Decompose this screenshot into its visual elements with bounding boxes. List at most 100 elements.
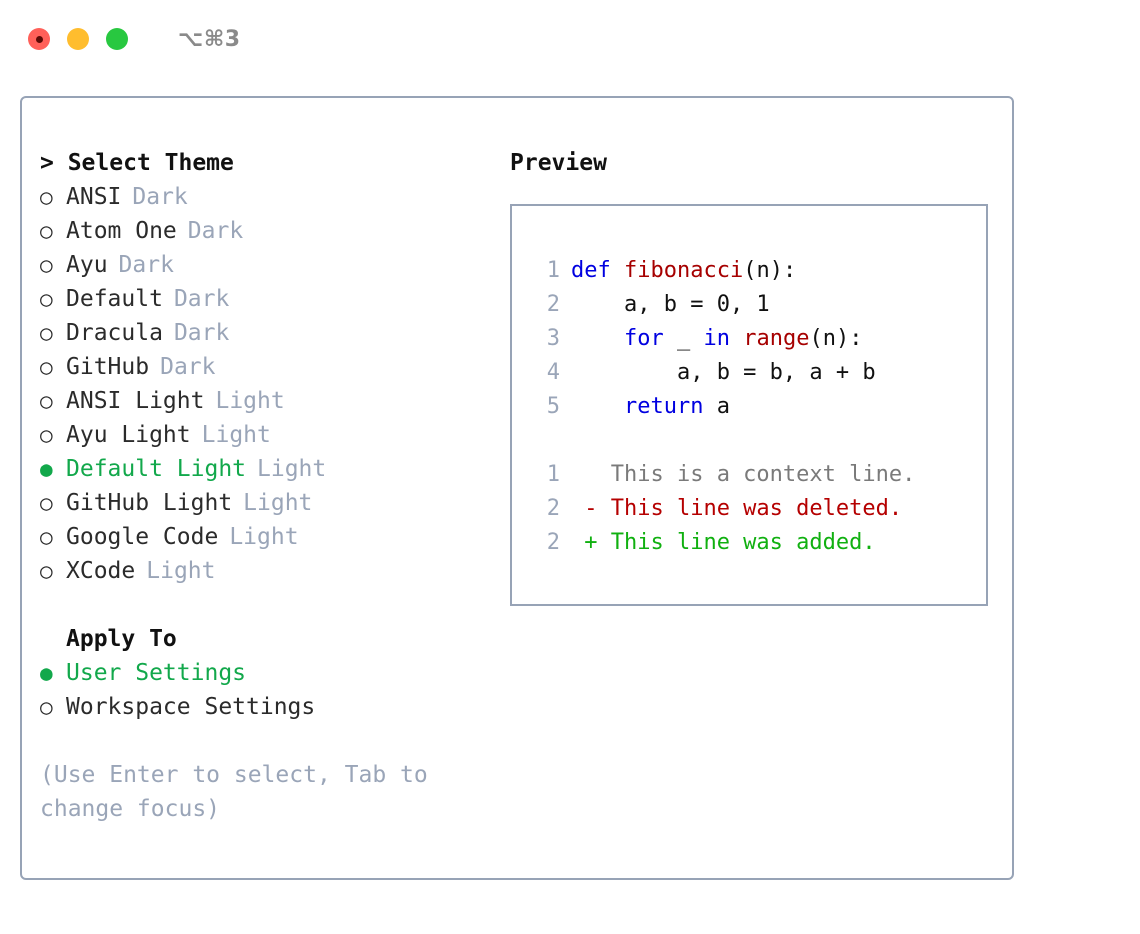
radio-unselected-icon: ○ [40, 695, 53, 719]
radio-unselected-icon: ○ [40, 287, 53, 311]
code-line: 5 return a [526, 390, 986, 424]
code-token: This is a context line. [571, 462, 916, 487]
diff-line: 1 This is a context line. [526, 458, 986, 492]
theme-option-ansi[interactable]: ○ ANSI Dark [40, 180, 510, 214]
close-button[interactable] [28, 28, 50, 50]
radio-unselected-icon: ○ [40, 423, 53, 447]
code-line: 2 a, b = 0, 1 [526, 288, 986, 322]
title-bar: ⌥⌘3 [0, 0, 1140, 78]
theme-option-ansi-light[interactable]: ○ ANSI Light Light [40, 384, 510, 418]
diff-line: 2 - This line was deleted. [526, 492, 986, 526]
radio-unselected-icon: ○ [40, 185, 53, 209]
code-token: + This line was added. [571, 530, 876, 555]
code-token: def [571, 258, 624, 283]
theme-option-label: Atom One [66, 218, 177, 244]
line-number: 1 [546, 258, 560, 283]
theme-option-default[interactable]: ○ Default Dark [40, 282, 510, 316]
traffic-light-group [28, 28, 128, 50]
theme-option-google-code[interactable]: ○ Google Code Light [40, 520, 510, 554]
radio-unselected-icon: ○ [40, 253, 53, 277]
code-token: in [703, 326, 730, 351]
radio-unselected-icon: ○ [40, 219, 53, 243]
diff-sample: 1 This is a context line.2 - This line w… [526, 458, 986, 560]
code-token: _ [663, 326, 704, 351]
theme-option-label: Dracula [66, 320, 163, 346]
theme-variant-tag: Dark [173, 286, 230, 312]
apply-to-list: ●User Settings ○ Workspace Settings [40, 656, 510, 724]
code-token: fibonacci [623, 258, 744, 283]
theme-variant-tag: Dark [132, 184, 188, 210]
radio-unselected-icon: ○ [40, 389, 53, 413]
heading-text: Select Theme [67, 150, 234, 176]
code-token [730, 322, 743, 356]
line-number: 3 [546, 326, 560, 351]
radio-unselected-icon: ○ [40, 491, 53, 515]
apply-to-option-label: User Settings [66, 660, 247, 686]
apply-to-heading: Apply To [66, 626, 177, 652]
line-number: 2 [546, 496, 560, 521]
code-token: range [743, 326, 810, 351]
code-token: (n): [809, 326, 863, 351]
spacer [526, 424, 986, 458]
code-token [571, 390, 624, 424]
code-line: 3 for _ in range(n): [526, 322, 986, 356]
code-line: 4 a, b = b, a + b [526, 356, 986, 390]
keyboard-shortcut-label: ⌥⌘3 [178, 26, 241, 52]
code-token [571, 322, 624, 356]
code-token: a, b = 0, 1 [571, 292, 770, 317]
theme-option-label: Google Code [66, 524, 219, 550]
radio-unselected-icon: ○ [40, 321, 53, 345]
minimize-button[interactable] [67, 28, 89, 50]
apply-to-option-workspace-settings[interactable]: ○ Workspace Settings [40, 690, 510, 724]
radio-unselected-icon: ○ [40, 355, 53, 379]
code-token: - This line was deleted. [571, 496, 903, 521]
theme-option-atom-one[interactable]: ○ Atom One Dark [40, 214, 510, 248]
radio-selected-icon: ● [40, 457, 53, 481]
line-number: 4 [546, 360, 560, 385]
theme-variant-tag: Light [201, 422, 271, 448]
theme-option-label: Default Light [66, 456, 247, 482]
theme-variant-tag: Dark [187, 218, 244, 244]
theme-option-label: XCode [66, 558, 136, 584]
spacer [40, 588, 510, 622]
code-token: for [623, 326, 664, 351]
line-number: 1 [546, 462, 560, 487]
apply-to-option-label: Workspace Settings [66, 694, 316, 720]
theme-variant-tag: Light [215, 388, 285, 414]
theme-variant-tag: Light [243, 490, 313, 516]
code-line: 1 def fibonacci(n): [526, 254, 986, 288]
theme-option-label: ANSI [66, 184, 122, 210]
theme-option-label: Default [66, 286, 163, 312]
diff-line: 2 + This line was added. [526, 526, 986, 560]
apply-to-option-user-settings[interactable]: ●User Settings [40, 656, 510, 690]
code-token: a [703, 394, 730, 419]
maximize-button[interactable] [106, 28, 128, 50]
theme-variant-tag: Light [229, 524, 299, 550]
code-token: (n): [743, 258, 797, 283]
theme-option-label: Ayu [66, 252, 108, 278]
line-number: 2 [546, 530, 560, 555]
theme-variant-tag: Dark [160, 354, 216, 380]
code-token: return [623, 394, 704, 419]
theme-option-label: ANSI Light [66, 388, 205, 414]
code-token: a, b = b, a + b [571, 360, 876, 385]
radio-unselected-icon: ○ [40, 525, 53, 549]
line-number: 2 [546, 292, 560, 317]
theme-variant-tag: Light [146, 558, 216, 584]
select-theme-heading: > Select Theme [40, 146, 510, 180]
spacer [40, 724, 510, 758]
